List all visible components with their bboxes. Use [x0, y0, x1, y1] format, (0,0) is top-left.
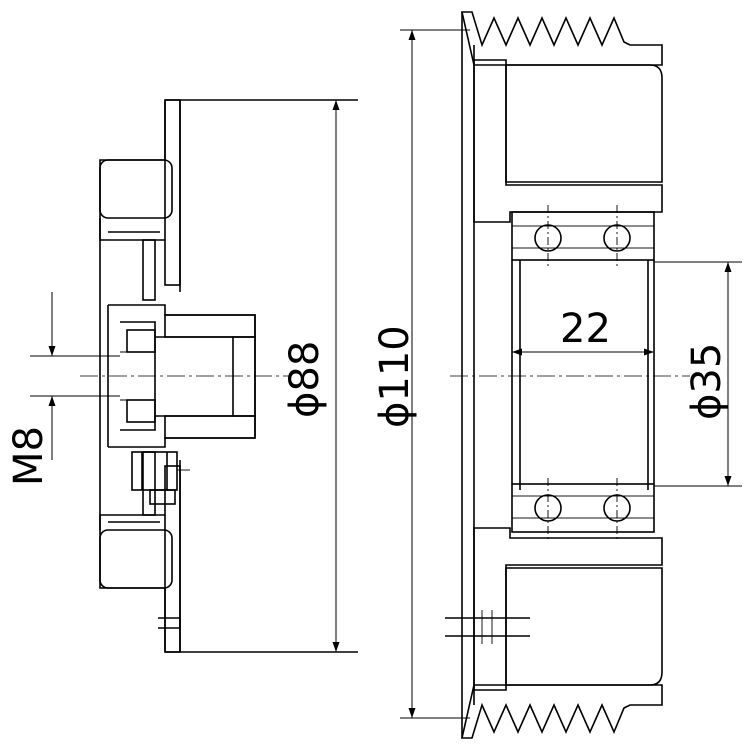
d35-dimension: ϕ35 [654, 261, 742, 487]
len22-dimension: 22 [512, 306, 654, 356]
d88-label: ϕ88 [282, 341, 328, 418]
d35-label: ϕ35 [684, 343, 730, 420]
m8-label: M8 [6, 426, 52, 486]
d88-dimension: ϕ88 [282, 100, 340, 652]
pulley-view [400, 11, 690, 739]
len22-label: 22 [560, 306, 611, 352]
d110-label: ϕ110 [372, 325, 418, 428]
m8-dimension: M8 [6, 292, 120, 486]
clutch-hub-view [80, 99, 358, 653]
